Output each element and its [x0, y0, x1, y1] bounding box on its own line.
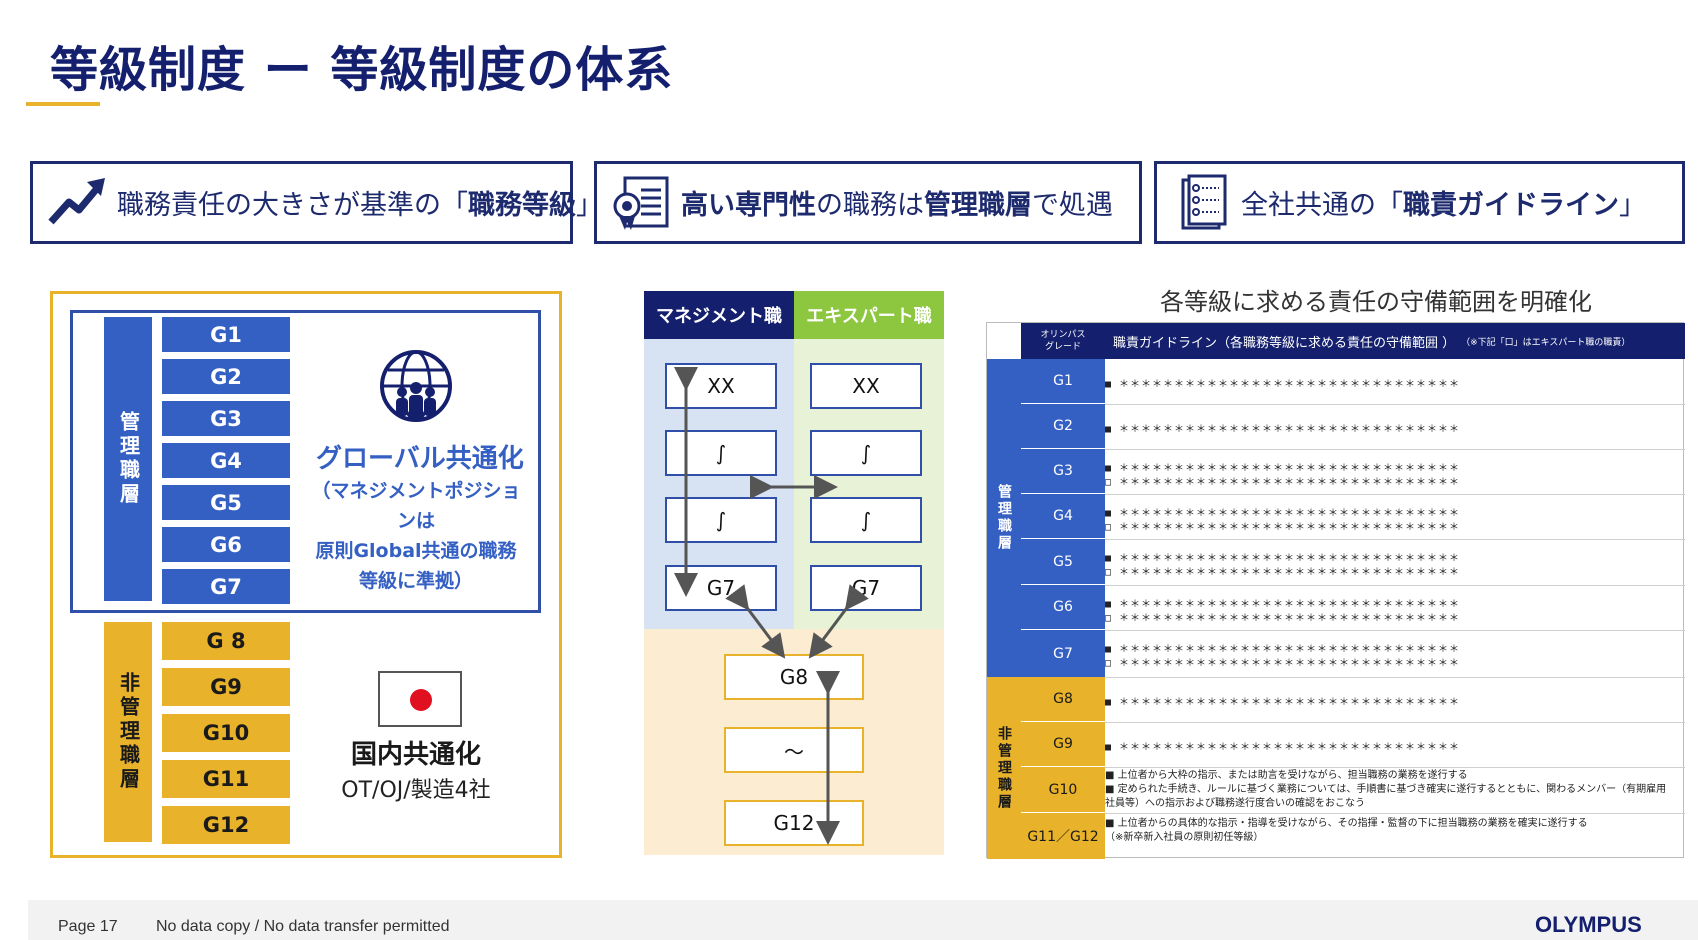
grade-cell-g3: G3 [162, 401, 290, 436]
expert-box-xx: XX [810, 363, 922, 409]
row-g3-expert-duty: □ ＊＊＊＊＊＊＊＊＊＊＊＊＊＊＊＊＊＊＊＊＊＊＊＊＊＊＊＊＊＊＊ [1105, 477, 1461, 488]
domestic-standard-note: OT/OJ/製造4社 [341, 778, 491, 803]
grade-structure-panel [50, 291, 562, 858]
table-grade-g1: G1 [1021, 359, 1105, 404]
header-box-guideline: 全社共通の「職責ガイドライン」 [1154, 161, 1685, 244]
domestic-standard-title: 国内共通化 [350, 740, 481, 770]
grade-cell-g1: G1 [162, 317, 290, 352]
table-caption: 各等級に求める責任の守備範囲を明確化 [1160, 288, 1592, 316]
trend-up-arrow-icon [48, 177, 105, 224]
footer-bar [28, 900, 1698, 940]
table-grade-g8: G8 [1021, 677, 1105, 722]
expert-box-mid2: ∫ [810, 497, 922, 543]
table-grade-g9: G9 [1021, 722, 1105, 767]
row-g5-duty: ■ ＊＊＊＊＊＊＊＊＊＊＊＊＊＊＊＊＊＊＊＊＊＊＊＊＊＊＊＊＊＊＊ [1105, 553, 1461, 564]
row-g4-expert-duty: □ ＊＊＊＊＊＊＊＊＊＊＊＊＊＊＊＊＊＊＊＊＊＊＊＊＊＊＊＊＊＊＊ [1105, 522, 1461, 533]
guideline-table: オリンパス グレード 職責ガイドライン（各職務等級に求める責任の守備範囲 ） （… [986, 322, 1685, 859]
page-number: Page 17 [58, 918, 118, 935]
table-non-management-label: 非管理職層 [987, 677, 1021, 859]
expert-box-mid1: ∫ [810, 430, 922, 476]
table-grade-g4: G4 [1021, 494, 1105, 539]
grade-cell-g11: G11 [162, 760, 290, 798]
header-box-expertise: 高い専門性の職務は管理職層で処遇 [594, 161, 1142, 244]
non-mgmt-box-g12: G12 [724, 800, 864, 846]
japan-flag-icon [378, 671, 462, 727]
grade-cell-g6: G6 [162, 527, 290, 562]
management-track-header: マネジメント職 [644, 291, 794, 339]
row-g3-duty: ■ ＊＊＊＊＊＊＊＊＊＊＊＊＊＊＊＊＊＊＊＊＊＊＊＊＊＊＊＊＊＊＊ [1105, 463, 1461, 474]
row-g2-duty: ■ ＊＊＊＊＊＊＊＊＊＊＊＊＊＊＊＊＊＊＊＊＊＊＊＊＊＊＊＊＊＊＊ [1105, 424, 1461, 435]
row-g7-duty: ■ ＊＊＊＊＊＊＊＊＊＊＊＊＊＊＊＊＊＊＊＊＊＊＊＊＊＊＊＊＊＊＊ [1105, 644, 1461, 655]
grade-cell-g7: G7 [162, 569, 290, 604]
table-grade-g3: G3 [1021, 449, 1105, 494]
grade-cell-g4: G4 [162, 443, 290, 478]
row-g11-g12-duty: ■ 上位者からの具体的な指示・指導を受けながら、その指揮・監督の下に担当職務の業… [1105, 818, 1588, 843]
grade-cell-g5: G5 [162, 485, 290, 520]
track-arrows [674, 367, 869, 845]
row-g7-expert-duty: □ ＊＊＊＊＊＊＊＊＊＊＊＊＊＊＊＊＊＊＊＊＊＊＊＊＊＊＊＊＊＊＊ [1105, 658, 1461, 669]
table-grade-g7: G7 [1021, 630, 1105, 677]
row-g1-duty: ■ ＊＊＊＊＊＊＊＊＊＊＊＊＊＊＊＊＊＊＊＊＊＊＊＊＊＊＊＊＊＊＊ [1105, 379, 1461, 390]
global-standard-note: （マネジメントポジションは 原則Global共通の職務 等級に準拠） [311, 480, 521, 592]
non-mgmt-box-range: ～ [724, 727, 864, 773]
header-box-job-grade: 職務責任の大きさが基準の「職務等級」 [30, 161, 603, 244]
olympus-logo: OLYMPUS [1535, 912, 1642, 937]
row-g9-duty: ■ ＊＊＊＊＊＊＊＊＊＊＊＊＊＊＊＊＊＊＊＊＊＊＊＊＊＊＊＊＊＊＊ [1105, 742, 1461, 753]
table-header-grade: オリンパス グレード [1021, 323, 1105, 359]
row-g10-duty: ■ 上位者から大枠の指示、または助言を受けながら、担当職務の業務を遂行する ■ … [1105, 770, 1667, 809]
table-grade-g2: G2 [1021, 404, 1105, 449]
global-standard-title: グローバル共通化 [316, 444, 524, 474]
non-management-layer-label: 非管理職層 [104, 622, 152, 842]
table-grade-g11-g12: G11／G12 [1021, 813, 1105, 859]
grade-cell-g12: G12 [162, 806, 290, 844]
row-g5-expert-duty: □ ＊＊＊＊＊＊＊＊＊＊＊＊＊＊＊＊＊＊＊＊＊＊＊＊＊＊＊＊＊＊＊ [1105, 567, 1461, 578]
table-header-guideline: 職責ガイドライン（各職務等級に求める責任の守備範囲 ） （※下記「口」はエキスパ… [1105, 323, 1685, 359]
row-g6-duty: ■ ＊＊＊＊＊＊＊＊＊＊＊＊＊＊＊＊＊＊＊＊＊＊＊＊＊＊＊＊＊＊＊ [1105, 599, 1461, 610]
globe-people-icon [380, 350, 452, 422]
certificate-icon [613, 176, 669, 230]
expert-track-header: エキスパート職 [794, 291, 944, 339]
checklist-icon [1181, 174, 1227, 229]
row-g4-duty: ■ ＊＊＊＊＊＊＊＊＊＊＊＊＊＊＊＊＊＊＊＊＊＊＊＊＊＊＊＊＊＊＊ [1105, 508, 1461, 519]
page-title: 等級制度 ー 等級制度の体系 [50, 42, 674, 98]
management-layer-label: 管理職層 [104, 317, 152, 601]
grade-cell-g8: G 8 [162, 622, 290, 660]
grade-cell-g2: G2 [162, 359, 290, 394]
copyright-note: No data copy / No data transfer permitte… [156, 918, 450, 935]
row-g6-expert-duty: □ ＊＊＊＊＊＊＊＊＊＊＊＊＊＊＊＊＊＊＊＊＊＊＊＊＊＊＊＊＊＊＊ [1105, 613, 1461, 624]
row-g8-duty: ■ ＊＊＊＊＊＊＊＊＊＊＊＊＊＊＊＊＊＊＊＊＊＊＊＊＊＊＊＊＊＊＊ [1105, 697, 1461, 708]
grade-cell-g10: G10 [162, 714, 290, 752]
grade-cell-g9: G9 [162, 668, 290, 706]
table-grade-g5: G5 [1021, 539, 1105, 585]
title-underline [26, 102, 100, 106]
table-management-label: 管理職層 [987, 359, 1021, 677]
management-frame [70, 310, 541, 613]
table-grade-g10: G10 [1021, 767, 1105, 813]
non-mgmt-box-g8: G8 [724, 654, 864, 700]
table-grade-g6: G6 [1021, 585, 1105, 630]
